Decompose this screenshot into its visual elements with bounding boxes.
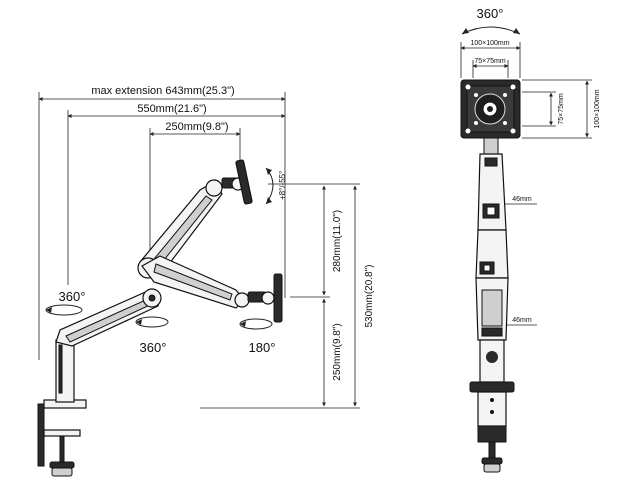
vesa-100-side-label: 100×100mm — [594, 89, 601, 128]
extension-550-label: 550mm(21.6") — [137, 103, 206, 115]
height-250-label: 250mm(9.8") — [332, 323, 343, 380]
rotation-arrow-elbow — [135, 316, 169, 328]
max-extension-label: max extension 643mm(25.3") — [91, 85, 234, 97]
upper-arm-lowered — [141, 255, 283, 323]
side-view-arm — [37, 159, 283, 477]
pole — [55, 339, 75, 403]
front-lower-arm — [475, 277, 509, 341]
vesa-plate — [460, 79, 521, 139]
front-upper-arm — [477, 137, 507, 231]
width-upper-label: 46mm — [512, 196, 532, 203]
front-clamp — [469, 381, 515, 473]
vesa-75-top-label: 75×75mm — [474, 58, 505, 65]
extension-250-label: 250mm(9.8") — [165, 121, 228, 133]
tilt-arrow — [265, 167, 274, 205]
rotation-arrow-top — [461, 26, 521, 35]
width-lower-label: 46mm — [512, 317, 532, 324]
desk-clamp — [37, 399, 87, 477]
lower-arm — [55, 288, 162, 347]
vesa-100-top-label: 100×100mm — [470, 40, 509, 47]
rotation-top-label: 360° — [477, 6, 504, 21]
vesa-75-side-label: 75×75mm — [558, 93, 565, 124]
side-view-dimensions — [38, 92, 360, 409]
front-elbow — [475, 229, 509, 279]
height-530-label: 530mm(20.8") — [364, 264, 375, 327]
height-280-label: 280mm(11.0") — [332, 210, 343, 272]
tilt-label: +8°/-55° — [278, 171, 287, 200]
front-pole — [479, 339, 505, 383]
rotation-elbow-label: 360° — [140, 340, 167, 355]
rotation-arrow-head — [239, 318, 273, 330]
rotation-head-label: 180° — [249, 340, 276, 355]
front-view-arm — [460, 79, 521, 473]
rotation-base-label: 360° — [59, 289, 86, 304]
rotation-arrow-base — [45, 304, 83, 316]
